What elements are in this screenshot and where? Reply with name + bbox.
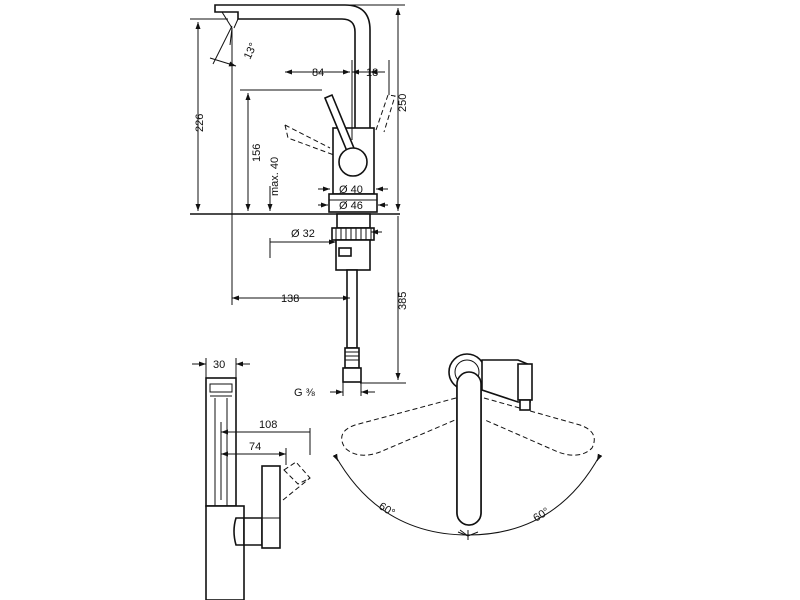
- front-view: 30 108 74: [192, 358, 311, 600]
- label-156: 156: [251, 144, 263, 162]
- connector-g38: [342, 367, 362, 383]
- side-view: 13° 226 156 max. 40 84 18 250 Ø 40 Ø 46: [190, 4, 409, 399]
- label-dia46: Ø 46: [339, 200, 363, 212]
- label-138: 138: [281, 293, 299, 305]
- label-max40: max. 40: [269, 157, 281, 196]
- label-108: 108: [259, 419, 277, 431]
- supply-hose: [346, 269, 358, 349]
- swivel-range-left: [341, 397, 457, 456]
- swivel-range-right: [483, 397, 595, 456]
- spout: [214, 4, 371, 131]
- label-385: 385: [397, 292, 409, 310]
- label-30: 30: [213, 359, 225, 371]
- label-angle-right: 60°: [531, 506, 551, 525]
- label-84: 84: [312, 67, 324, 79]
- label-226: 226: [194, 114, 206, 132]
- front-lever: [243, 517, 263, 546]
- label-dia32: Ø 32: [291, 228, 315, 240]
- base-ring: [328, 193, 378, 213]
- label-18: 18: [366, 67, 378, 79]
- label-250: 250: [397, 94, 409, 112]
- mounting-nut: [331, 227, 375, 241]
- top-view: 60° 60°: [332, 353, 603, 540]
- label-dia40: Ø 40: [339, 184, 363, 196]
- label-g38: G ⅜: [294, 387, 316, 399]
- label-angle-13: 13°: [242, 41, 260, 61]
- label-74: 74: [249, 441, 261, 453]
- cartridge-knob: [338, 147, 368, 177]
